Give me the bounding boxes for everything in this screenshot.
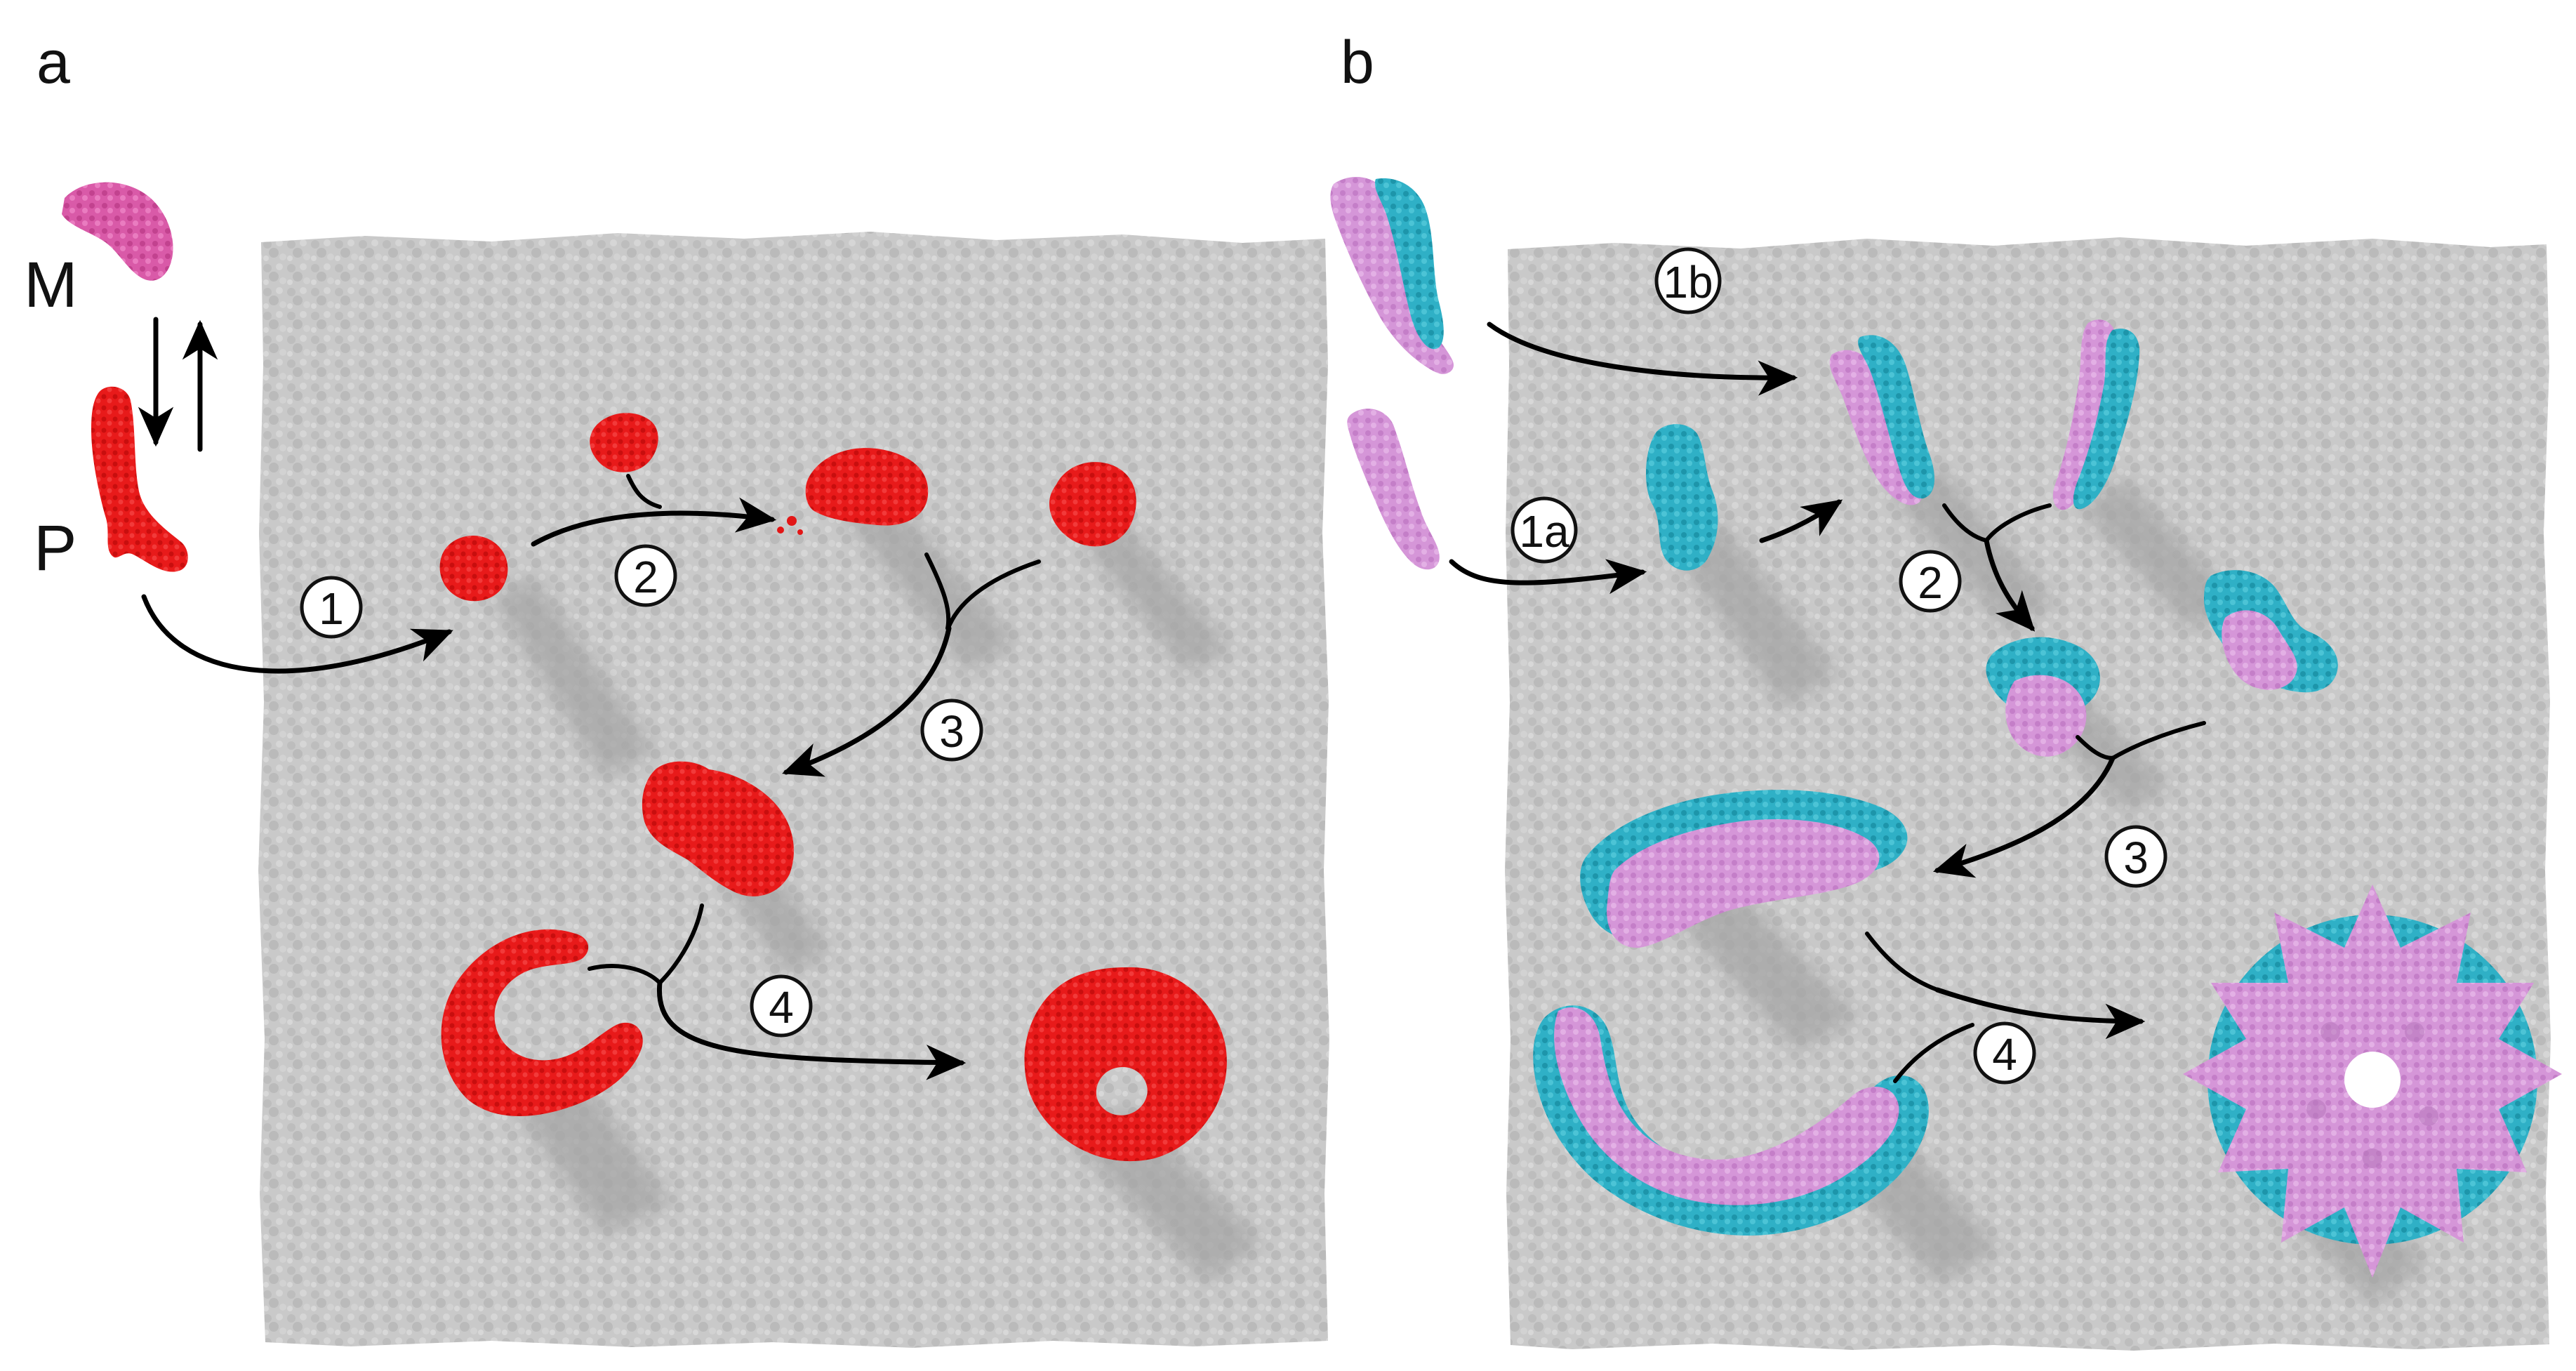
oligomer xyxy=(642,761,795,896)
step-2-badge: 2 xyxy=(614,544,677,607)
arc-oligomer-b-lower xyxy=(1533,1005,1929,1236)
panel-b: b 1b 1a xyxy=(1330,29,2562,1351)
step-1b-label: 1b xyxy=(1663,257,1713,307)
pore-ring-b xyxy=(2183,885,2562,1278)
join-step-3-right-b xyxy=(2111,721,2206,760)
arrow-step-1 xyxy=(141,594,453,674)
step-3-badge: 3 xyxy=(920,698,983,762)
panel-b-letter: b xyxy=(1341,29,1374,96)
inserted-monomer-2 xyxy=(590,413,658,472)
arrow-step-4-b xyxy=(1934,987,2146,1040)
soluble-monomer xyxy=(1347,409,1440,570)
membrane-shadows-b xyxy=(1671,463,2429,1306)
step-1a-badge: 1a xyxy=(1511,496,1578,564)
arrow-step-1a xyxy=(1449,559,1647,595)
step-2-label: 2 xyxy=(633,552,658,602)
join-step-3-right xyxy=(947,559,1041,628)
step-1b-badge: 1b xyxy=(1654,247,1722,314)
inserted-dimer-b xyxy=(2052,319,2140,510)
step-2-badge-b: 2 xyxy=(1899,550,1962,613)
arc-oligomer xyxy=(441,929,643,1116)
join-step-2-right-b xyxy=(1984,503,2052,543)
protomer-label: P xyxy=(34,512,77,584)
arrow-step-3 xyxy=(782,625,952,777)
step-2-label-b: 2 xyxy=(1918,557,1943,608)
arrow-step-1a-join xyxy=(1759,499,1843,543)
step-3-label-b: 3 xyxy=(2123,833,2149,883)
inserted-cyan-monomer xyxy=(1645,424,1718,571)
join-step-4-left xyxy=(587,964,662,985)
dimer-1 xyxy=(805,448,929,526)
step-4-badge: 4 xyxy=(750,974,813,1038)
arrow-step-4 xyxy=(656,980,967,1080)
step-1-label: 1 xyxy=(319,583,344,634)
join-step-2-left-b xyxy=(1942,503,1989,543)
step-3-label: 3 xyxy=(939,706,964,757)
join-step-3-left-b xyxy=(2076,735,2115,760)
monomer-protein xyxy=(62,182,173,281)
oligomer-b-1 xyxy=(1986,637,2100,757)
step-4-label-b: 4 xyxy=(1992,1029,2017,1080)
soluble-dimer xyxy=(1330,177,1454,374)
protomer-protein xyxy=(91,386,188,572)
oligomer-b-2 xyxy=(2204,570,2338,693)
step-1-badge: 1 xyxy=(300,576,363,639)
monomer-label: M xyxy=(24,249,78,321)
pore-ring-a xyxy=(1024,967,1227,1162)
dimer-1-debris xyxy=(777,516,803,535)
join-step-4-lower-b xyxy=(1893,1023,1974,1083)
join-step-3-left xyxy=(924,552,951,630)
step-4-badge-b: 4 xyxy=(1973,1021,2036,1085)
panel-a-letter: a xyxy=(36,29,70,96)
arrow-step-1b xyxy=(1487,322,1798,396)
arrow-step-2 xyxy=(531,497,777,547)
dimer-2 xyxy=(1049,462,1136,547)
step-3-badge-b: 3 xyxy=(2104,825,2167,888)
arrow-step-3-b xyxy=(1932,755,2116,878)
inserted-monomer-1 xyxy=(439,535,508,602)
join-step-4-top xyxy=(658,903,704,985)
inserted-dimer-a xyxy=(1829,335,1934,505)
step-1a-label: 1a xyxy=(1519,506,1569,557)
join-step-2 xyxy=(626,474,662,509)
panel-a: a M P 1 xyxy=(24,29,1329,1348)
arc-oligomer-b-upper xyxy=(1580,790,1908,948)
step-4-label: 4 xyxy=(769,982,794,1033)
join-step-4-upper-b xyxy=(1865,932,1939,992)
arrow-step-2-b xyxy=(1984,538,2036,632)
